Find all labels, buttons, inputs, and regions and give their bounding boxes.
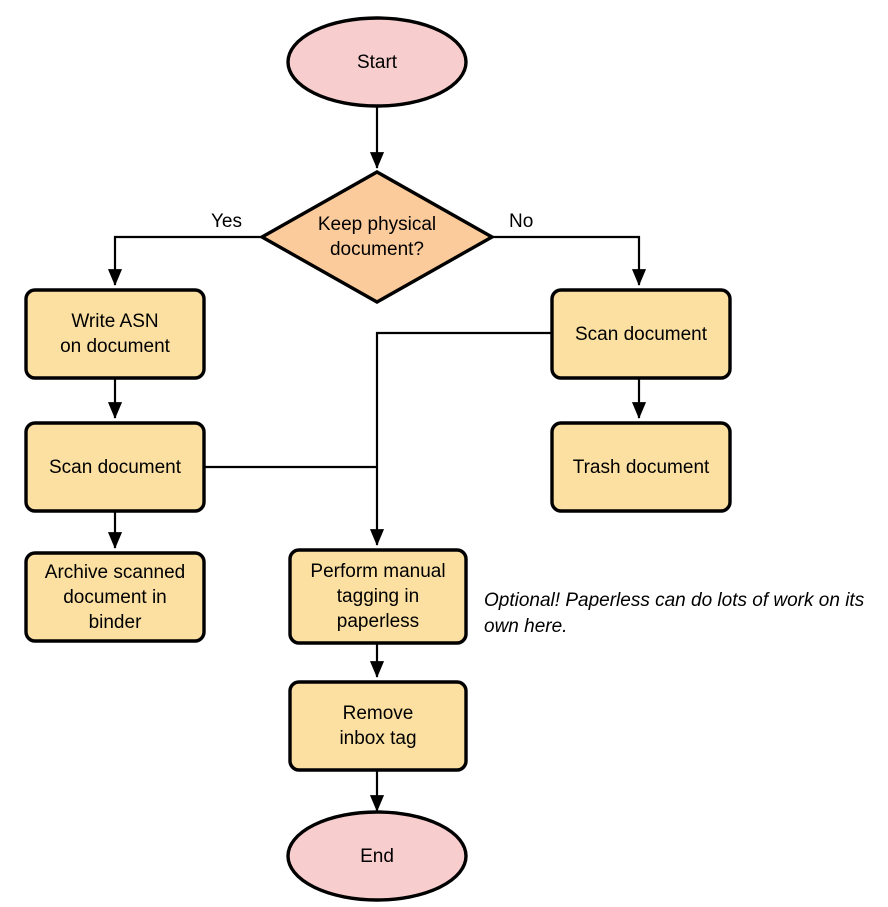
connector-decision-yes-to-write-asn xyxy=(107,235,262,286)
edge-label-yes: Yes xyxy=(211,211,242,232)
edge-label-no: No xyxy=(509,211,534,232)
connector-group xyxy=(107,107,647,812)
connector-scan-right-to-tagging xyxy=(369,331,552,546)
node-shape-trash[interactable] xyxy=(550,421,732,513)
node-shape-remove-tag[interactable] xyxy=(288,680,468,772)
node-shape-end[interactable] xyxy=(286,810,468,902)
node-shape-write-asn[interactable] xyxy=(24,288,206,380)
node-shape-tagging[interactable] xyxy=(288,548,468,645)
node-shape-decision[interactable] xyxy=(258,170,496,304)
connector-decision-no-to-scan-right xyxy=(492,235,647,286)
node-shape-start[interactable] xyxy=(286,16,468,108)
node-shape-archive[interactable] xyxy=(24,551,206,643)
node-shape-scan-left[interactable] xyxy=(24,421,206,513)
annotation-optional-note: Optional! Paperless can do lots of work … xyxy=(484,590,865,637)
node-shape-scan-right[interactable] xyxy=(550,288,732,380)
